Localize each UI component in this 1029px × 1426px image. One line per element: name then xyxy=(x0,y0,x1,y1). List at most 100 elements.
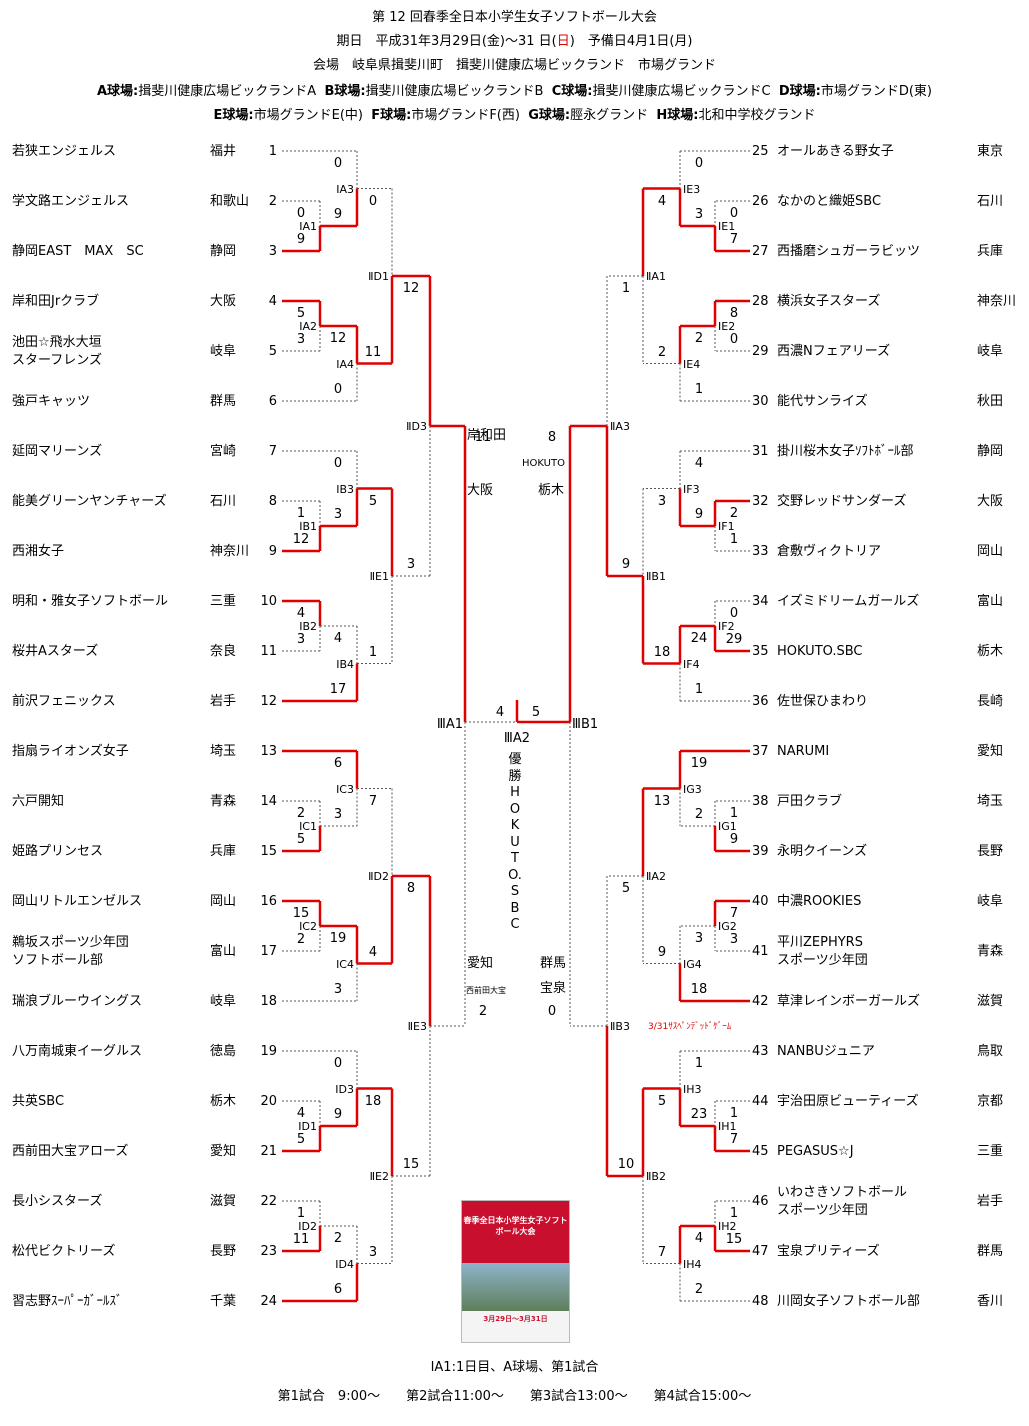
game-id: ⅠC1 xyxy=(299,820,317,833)
team-number: 24 xyxy=(260,1294,277,1309)
team-number: 18 xyxy=(260,994,277,1009)
semifinal-right-team: HOKUTO xyxy=(522,458,565,469)
team-number: 9 xyxy=(268,544,277,559)
game-id: ⅠH2 xyxy=(718,1220,737,1233)
team-prefecture: 神奈川 xyxy=(210,544,250,559)
champion-vertical: 優勝HOKUTO.SBC xyxy=(508,752,522,932)
field-g-value: 脛永グランド xyxy=(570,108,649,123)
score: 0 xyxy=(729,206,739,221)
game-id: ⅡB3 xyxy=(610,1020,630,1033)
score: 8 xyxy=(547,430,557,445)
score: 13 xyxy=(653,793,671,809)
team-name: 西湘女子 xyxy=(12,544,65,559)
game-id: ⅠB2 xyxy=(299,620,317,633)
score: 23 xyxy=(690,1107,708,1122)
team-prefecture: 長野 xyxy=(977,844,1004,859)
score: 3 xyxy=(729,932,739,947)
tournament-poster: 春季全日本小学生女子ソフトボール大会 3月29日〜3月31日 xyxy=(461,1200,570,1343)
team-name: 岡山リトルエンゼルス xyxy=(12,894,143,909)
score: 2 xyxy=(296,932,306,947)
team-prefecture: 三重 xyxy=(977,1144,1004,1159)
team-name: 習志野ｽｰﾊﾟｰｶﾞｰﾙｽﾞ xyxy=(12,1294,123,1309)
team-prefecture: 滋賀 xyxy=(977,994,1004,1009)
team-name: 岸和田Jrクラブ xyxy=(12,294,100,309)
period-sunday: 日 xyxy=(556,34,570,49)
period-start: 期日 平成31年3月29日(金)～31 日( xyxy=(336,34,557,49)
score: 19 xyxy=(690,756,708,771)
team-number: 12 xyxy=(260,694,277,709)
team-number: 11 xyxy=(260,644,277,659)
team-name: オールあきる野女子 xyxy=(777,144,894,159)
score: 17 xyxy=(329,682,347,697)
team-prefecture: 岐阜 xyxy=(210,994,237,1009)
score: 9 xyxy=(694,507,704,522)
score: 3 xyxy=(694,931,704,946)
team-name: スターフレンズ xyxy=(12,353,102,368)
team-number: 25 xyxy=(752,144,769,159)
team-prefecture: 東京 xyxy=(977,144,1004,159)
team-number: 40 xyxy=(752,894,769,909)
team-name: 静岡EAST MAX SC xyxy=(12,244,144,259)
score: 1 xyxy=(694,682,704,697)
field-a-value: 揖斐川健康広場ビックランドA xyxy=(138,84,317,99)
field-f-value: 市場グランドF(西) xyxy=(411,108,520,123)
field-c-key: C球場: xyxy=(551,84,593,99)
team-number: 14 xyxy=(260,794,277,809)
score: 5 xyxy=(368,493,378,509)
score: 3 xyxy=(368,1244,378,1260)
score: 0 xyxy=(729,606,739,621)
score: 18 xyxy=(653,644,671,660)
team-number: 6 xyxy=(268,394,277,409)
team-name: 八万南城東イーグルス xyxy=(12,1044,143,1059)
team-name: 池田☆飛水大垣 xyxy=(12,335,102,350)
score: 7 xyxy=(368,793,378,809)
score: 9 xyxy=(657,944,667,960)
team-prefecture: 愛知 xyxy=(210,1144,237,1159)
team-name: なかのと織姫SBC xyxy=(777,194,882,209)
game-times: 第1試合 9:00～ 第2試合11:00～ 第3試合13:00～ 第4試合15:… xyxy=(277,1389,752,1404)
team-name: NARUMI xyxy=(777,744,830,759)
team-prefecture: 徳島 xyxy=(210,1044,237,1059)
team-name: 宇治田原ビューティーズ xyxy=(777,1094,919,1109)
team-number: 36 xyxy=(752,694,769,709)
final-game-id: ⅢA2 xyxy=(503,731,531,746)
team-number: 5 xyxy=(268,344,277,359)
score: 12 xyxy=(329,331,347,346)
game-id: ⅡA2 xyxy=(646,870,666,883)
team-prefecture: 福井 xyxy=(210,144,237,159)
score: 4 xyxy=(657,193,667,209)
score: 5 xyxy=(296,1132,306,1147)
team-number: 8 xyxy=(268,494,277,509)
team-prefecture: 秋田 xyxy=(977,394,1004,409)
score: 4 xyxy=(296,1106,306,1121)
score: 1 xyxy=(729,1106,739,1121)
score: 11 xyxy=(292,1232,310,1247)
team-number: 2 xyxy=(268,194,277,209)
team-name: 若狭エンジェルス xyxy=(12,144,117,159)
game-id: ⅠA4 xyxy=(336,357,354,371)
game-id: ⅠF4 xyxy=(683,657,700,671)
game-id: ⅠD1 xyxy=(298,1120,317,1133)
team-prefecture: 群馬 xyxy=(210,394,237,409)
event-period: 期日 平成31年3月29日(金)～31 日(日) 予備日4月1日(月) xyxy=(0,30,1029,49)
score: 1 xyxy=(296,506,306,521)
score: 2 xyxy=(694,1282,704,1297)
team-prefecture: 京都 xyxy=(977,1094,1004,1109)
semifinal-right2-sub: 宝泉 xyxy=(540,981,567,996)
score: 3 xyxy=(333,982,343,997)
team-name: 強戸キャッツ xyxy=(12,394,91,409)
score: 3 xyxy=(296,332,306,347)
score: 3 xyxy=(333,507,343,522)
score: 7 xyxy=(729,232,739,247)
score: 0 xyxy=(547,1004,557,1019)
score: 0 xyxy=(694,156,704,171)
field-f-key: F球場: xyxy=(371,108,412,123)
score: 3 xyxy=(657,493,667,509)
score: 18 xyxy=(364,1093,382,1109)
field-h-value: 北和中学校グランド xyxy=(698,108,816,123)
score: 0 xyxy=(729,332,739,347)
score: 0 xyxy=(296,206,306,221)
game-id: ⅠF3 xyxy=(683,482,700,496)
score: 4 xyxy=(368,944,378,960)
